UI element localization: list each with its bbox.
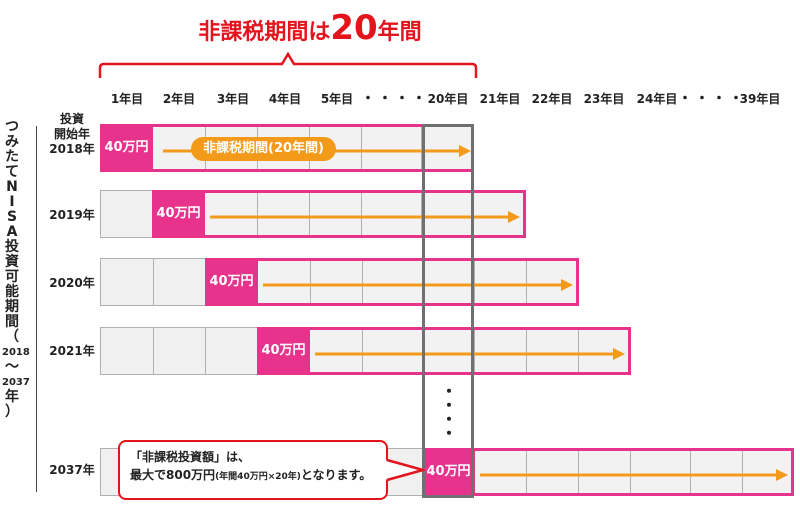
- bar-2021: 40万円: [257, 327, 631, 375]
- pre-cells-2021: [100, 327, 258, 375]
- callout-tail: [385, 458, 425, 482]
- callout-box: 「非課税投資額」は、 最大で800万円(年間40万円×20年)となります。: [118, 440, 388, 500]
- pre-cell-2019: [100, 190, 153, 238]
- amount-2019: 40万円: [152, 190, 205, 238]
- amount-2021: 40万円: [257, 327, 310, 375]
- amount-2018: 40万円: [100, 124, 153, 172]
- bar-2019: 40万円: [152, 190, 526, 238]
- col-year-3: 3年目: [216, 92, 250, 106]
- row-label-2020: 2020年: [49, 276, 95, 290]
- col-year-22: 22年目: [531, 92, 573, 106]
- bar-2018: 40万円 非課税期間(20年間): [100, 124, 474, 172]
- chart-title: 非課税期間は20年間: [150, 8, 470, 48]
- col-year-4: 4年目: [268, 92, 302, 106]
- col-year-39: 39年目: [739, 92, 781, 106]
- bar-2020: 40万円: [205, 258, 579, 306]
- col-year-24: 24年目: [636, 92, 678, 106]
- col-year-1: 1年目: [110, 92, 144, 106]
- col-year-5: 5年目: [320, 92, 354, 106]
- title-prefix: 非課税期間は: [198, 20, 331, 45]
- col-year-23: 23年目: [583, 92, 625, 106]
- row-label-2021: 2021年: [49, 344, 95, 358]
- period-bracket: [98, 51, 478, 78]
- col-year-2: 2年目: [162, 92, 196, 106]
- bar-2037: 40万円: [422, 448, 794, 496]
- pre-cells-2020: [100, 258, 206, 306]
- callout-line-1: 「非課税投資額」は、: [130, 450, 251, 464]
- vertical-ellipsis: ・・・・: [441, 382, 458, 443]
- row-label-2019: 2019年: [49, 208, 95, 222]
- col-year-20: 20年目: [427, 92, 469, 106]
- col-dots-1: ・・・・: [361, 91, 429, 107]
- col-dots-2: ・・・・: [678, 91, 746, 107]
- year-20-highlight: [422, 124, 474, 498]
- callout-line-2: 最大で800万円(年間40万円×20年)となります。: [130, 468, 372, 482]
- arrow-2021: [315, 348, 625, 360]
- arrow-2020: [263, 279, 573, 291]
- title-suffix: 年間: [377, 20, 422, 45]
- amount-2020: 40万円: [205, 258, 258, 306]
- vertical-divider: [36, 126, 37, 492]
- row-label-2037: 2037年: [49, 463, 95, 477]
- amount-2037: 40万円: [422, 448, 475, 496]
- col-year-21: 21年目: [479, 92, 521, 106]
- arrow-2037: [480, 469, 788, 481]
- arrow-2019: [210, 211, 520, 223]
- title-number: 20: [330, 8, 378, 48]
- period-pill: 非課税期間(20年間): [191, 137, 336, 161]
